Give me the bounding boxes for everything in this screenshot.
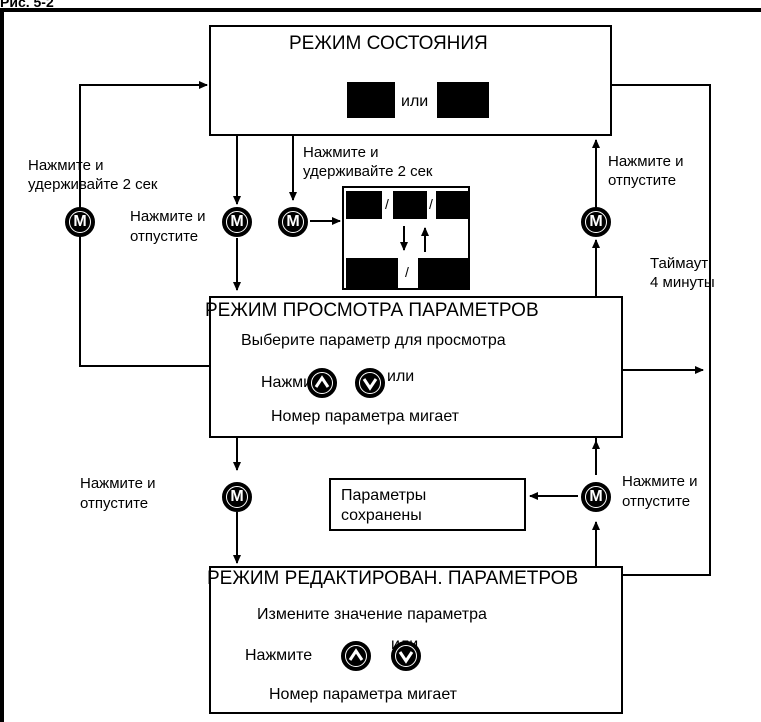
right-press-label-1: Нажмите и: [608, 153, 684, 170]
status-mode-title: РЕЖИМ СОСТОЯНИЯ: [289, 33, 488, 54]
m-label: M: [286, 213, 300, 230]
up-arrow-button[interactable]: [307, 368, 337, 398]
press-release-label-1: Нажмите и: [130, 208, 206, 225]
view-mode-line3: Номер параметра мигает: [271, 408, 460, 425]
display-a: [418, 258, 468, 288]
edit-press-text: Нажмите: [245, 647, 313, 664]
hold-left-label-2: удерживайте 2 сек: [28, 176, 158, 193]
m-button-bottom-left[interactable]: M: [222, 482, 252, 512]
view-mode-title: РЕЖИМ ПРОСМОТРА ПАРАМЕТРОВ: [205, 300, 539, 321]
m-label: M: [589, 213, 603, 230]
m-label: M: [589, 488, 603, 505]
display-ld: [346, 258, 398, 288]
display-sp: [393, 191, 427, 219]
m-label: M: [230, 488, 244, 505]
view-or-text: или: [387, 368, 415, 385]
down-arrow-icon: [398, 651, 414, 664]
m-button-hold-mid[interactable]: M: [278, 207, 308, 237]
saved-box: Параметры сохранены: [329, 478, 526, 531]
up-arrow-button[interactable]: [341, 641, 371, 671]
timeout-label-2: 4 минуты: [650, 274, 715, 291]
status-display-rd: [437, 82, 489, 118]
down-arrow-icon: [362, 378, 378, 391]
down-arrow-button[interactable]: [391, 641, 421, 671]
mode-selector-group: [342, 186, 470, 290]
timeout-label-1: Таймаут: [650, 255, 709, 272]
hold-mid-label-2: удерживайте 2 сек: [303, 163, 433, 180]
bottom-right-label-2: отпустите: [622, 493, 691, 510]
left-border: [0, 8, 4, 722]
figure-caption: Рис. 5-2: [0, 0, 54, 10]
slash: /: [405, 264, 409, 280]
down-arrow-button[interactable]: [355, 368, 385, 398]
press-release-label-2: отпустите: [130, 228, 199, 245]
edit-mode-box: РЕЖИМ РЕДАКТИРОВАН. ПАРАМЕТРОВ Измените …: [207, 566, 623, 714]
saved-line2: сохранены: [341, 507, 422, 524]
status-display-ih: [347, 82, 395, 118]
edit-mode-line1: Измените значение параметра: [257, 606, 487, 623]
m-label: M: [73, 213, 87, 230]
m-button-press-release[interactable]: M: [222, 207, 252, 237]
right-press-label-2: отпустите: [608, 172, 677, 189]
bottom-right-label-1: Нажмите и: [622, 473, 698, 490]
top-border: [0, 8, 761, 12]
m-button-left-hold[interactable]: M: [65, 207, 95, 237]
bottom-left-label-2: отпустите: [80, 495, 149, 512]
hold-mid-label-1: Нажмите и: [303, 144, 379, 161]
display-cd: [436, 191, 468, 219]
view-mode-box: РЕЖИМ ПРОСМОТРА ПАРАМЕТРОВ Выберите пара…: [205, 296, 623, 438]
status-or-text: или: [401, 93, 429, 110]
edit-mode-line3: Номер параметра мигает: [269, 686, 458, 703]
display-fr: [346, 191, 382, 219]
up-arrow-icon: [314, 375, 330, 388]
status-mode-box: РЕЖИМ СОСТОЯНИЯ или: [209, 25, 612, 136]
saved-line1: Параметры: [341, 487, 427, 504]
m-label: M: [230, 213, 244, 230]
view-mode-line1: Выберите параметр для просмотра: [241, 332, 506, 349]
bottom-left-label-1: Нажмите и: [80, 475, 156, 492]
hold-left-label-1: Нажмите и: [28, 157, 104, 174]
m-button-bottom-right[interactable]: M: [581, 482, 611, 512]
slash: /: [385, 196, 389, 212]
slash: /: [429, 196, 433, 212]
edit-mode-title: РЕЖИМ РЕДАКТИРОВАН. ПАРАМЕТРОВ: [207, 568, 579, 589]
m-button-right-top[interactable]: M: [581, 207, 611, 237]
up-arrow-icon: [348, 648, 364, 661]
